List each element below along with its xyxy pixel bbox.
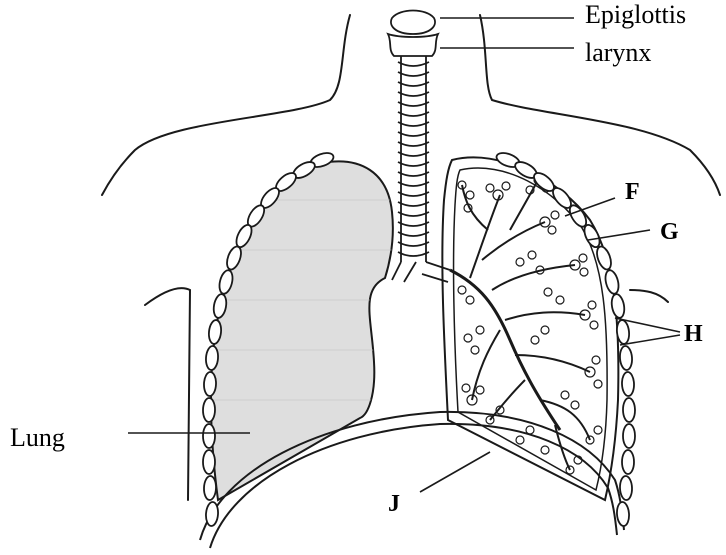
- bronchus-right: [422, 262, 450, 282]
- armpit-left-line: [145, 288, 190, 500]
- left-lung-shape: [211, 161, 393, 500]
- leader-j: [420, 452, 490, 492]
- bronchial-tree-main: [450, 270, 560, 430]
- label-f: F: [625, 180, 640, 204]
- right-lung: [442, 157, 618, 500]
- trachea: [388, 11, 450, 283]
- label-h: H: [684, 322, 703, 346]
- label-larynx: larynx: [585, 40, 651, 66]
- label-j: J: [388, 492, 400, 516]
- epiglottis-shape: [391, 11, 435, 35]
- label-lung: Lung: [10, 425, 65, 451]
- left-lung: [210, 161, 400, 500]
- trachea-rings: [398, 62, 429, 256]
- armpit-right-line: [630, 290, 668, 302]
- bronchus-left: [392, 262, 416, 282]
- bronchial-branches: [462, 180, 590, 470]
- label-epiglottis: Epiglottis: [585, 2, 686, 28]
- label-g: G: [660, 220, 679, 244]
- ribs-right: [495, 150, 636, 526]
- larynx-shape: [388, 34, 438, 56]
